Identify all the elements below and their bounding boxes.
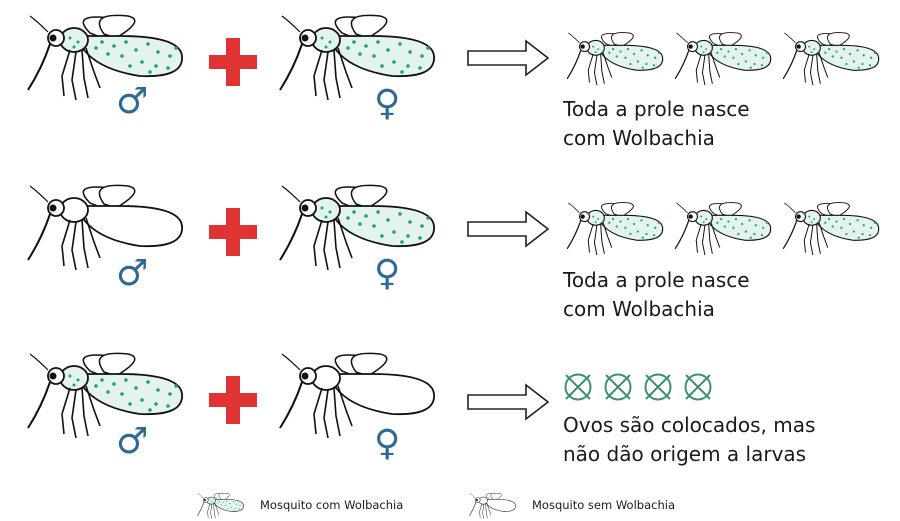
male-symbol: ♂	[116, 421, 149, 462]
arrow-icon	[467, 40, 549, 76]
female-symbol: ♀	[374, 83, 401, 124]
male-symbol: ♂	[116, 253, 149, 294]
offspring-wolbachia-icon	[566, 201, 664, 256]
male-mosquito-plain-icon	[27, 184, 184, 271]
offspring-wolbachia-icon	[566, 31, 664, 86]
legend-label-with: Mosquito com Wolbachia	[260, 498, 404, 512]
plus-icon	[209, 38, 257, 86]
male-mosquito-wolbachia-icon	[27, 14, 184, 102]
offspring-wolbachia-icon	[674, 201, 772, 256]
row-3: ♂ ♀ Ovos são colocados, mas não dão orig…	[0, 340, 900, 490]
arrow-icon	[467, 211, 549, 247]
legend-mosquito-wolbachia-icon	[197, 492, 244, 519]
crossed-egg-icon	[684, 373, 712, 401]
female-symbol: ♀	[374, 423, 401, 464]
offspring-wolbachia-icon	[782, 201, 880, 256]
crossed-egg-icon	[644, 373, 672, 401]
result-text-line-2: com Wolbachia	[563, 126, 715, 150]
legend-mosquito-plain-icon	[469, 492, 516, 519]
male-symbol: ♂	[116, 81, 149, 122]
crossed-egg-icon	[564, 373, 592, 401]
female-mosquito-plain-icon	[279, 352, 436, 439]
male-mosquito-wolbachia-icon	[27, 352, 184, 439]
female-mosquito-wolbachia-icon	[279, 184, 436, 271]
result-text-line-1: Toda a prole nasce	[563, 97, 750, 121]
offspring-wolbachia-icon	[674, 31, 772, 86]
female-mosquito-wolbachia-icon	[279, 14, 436, 102]
legend-label-without: Mosquito sem Wolbachia	[532, 498, 675, 512]
crossed-egg-icon	[604, 373, 632, 401]
arrow-icon	[467, 384, 549, 420]
row-1: ♂ ♀ Toda a prole nasce com Wolbachia	[0, 0, 900, 170]
result-text-line-1: Toda a prole nasce	[563, 268, 750, 292]
plus-icon	[209, 376, 257, 424]
row-2: ♂ ♀ Toda a prole nasce com Wolbachia	[0, 170, 900, 340]
legend: Mosquito com Wolbachia Mosquito sem Wolb…	[0, 488, 900, 519]
female-symbol: ♀	[374, 253, 401, 294]
plus-icon	[209, 208, 257, 256]
result-text-line-2: com Wolbachia	[563, 297, 715, 321]
result-text-line-1: Ovos são colocados, mas	[563, 413, 816, 437]
offspring-wolbachia-icon	[782, 31, 880, 86]
result-text-line-2: não dão origem a larvas	[563, 442, 807, 466]
